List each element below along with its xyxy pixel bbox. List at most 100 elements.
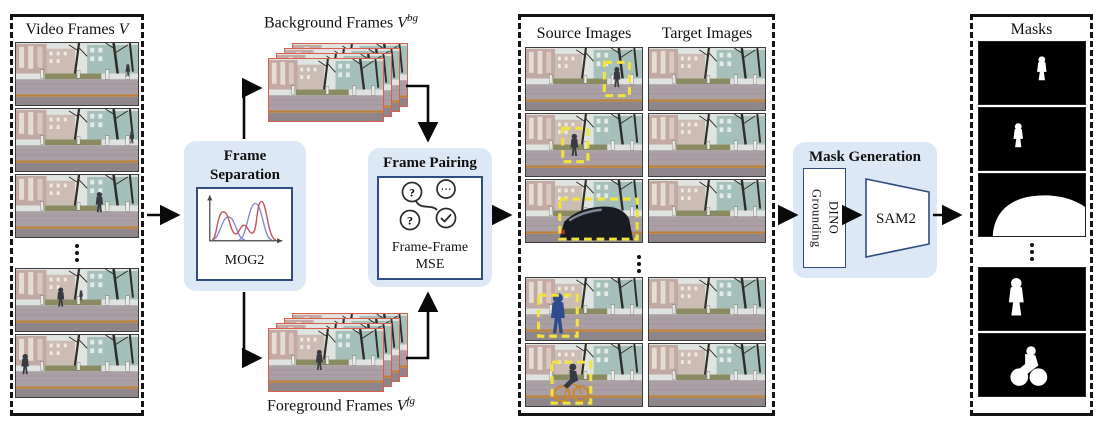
video-frames-list (13, 39, 141, 398)
person-figure (79, 290, 83, 301)
highlight-box (550, 360, 593, 405)
masks-list (973, 39, 1090, 397)
street-scene (526, 278, 642, 340)
source-images-column (525, 47, 643, 407)
street-scene (16, 109, 138, 171)
mask-image (978, 42, 1085, 104)
vertical-ellipsis (1029, 243, 1034, 261)
mask-image (978, 174, 1085, 236)
vertical-ellipsis (637, 255, 641, 273)
target-image-thumbnail (648, 343, 766, 407)
mask-generation-title: Mask Generation (808, 149, 922, 165)
street-scene (16, 335, 138, 397)
person-figure (21, 353, 29, 375)
street-scene (16, 269, 138, 331)
person-figure (315, 349, 323, 371)
check-icon (440, 214, 452, 223)
pairing-icon: ? ? ⋯ (399, 179, 457, 231)
mask-thumbnail (977, 267, 1086, 331)
ellipsis-icon: ⋯ (441, 183, 452, 196)
street-scene (526, 48, 642, 110)
source-image-thumbnail (525, 47, 643, 111)
foreground-frames-label: Foreground Frames Vfg (266, 395, 416, 415)
frame-pairing-title: Frame Pairing (383, 155, 477, 171)
mask-image (978, 108, 1085, 170)
cyclist-figure (553, 363, 590, 403)
grounding-dino-label: Grounding DINO (809, 188, 841, 248)
source-images-header: Source Images (536, 25, 632, 42)
person-figure (129, 131, 135, 144)
car-figure (559, 206, 634, 241)
source-image-thumbnail (525, 343, 643, 407)
mask-image (978, 268, 1085, 330)
person-figure (125, 64, 131, 77)
target-image-thumbnail (648, 277, 766, 341)
frame-mse-label: Frame-Frame MSE (391, 240, 469, 272)
person-figure (57, 287, 65, 307)
mask-cyclist-silhouette (1009, 346, 1047, 386)
mog2-module: MOG2 (196, 187, 293, 281)
street-scene (269, 329, 383, 391)
arrow-separation-to-foreground (241, 292, 263, 369)
video-frames-panel: Video Frames V (10, 14, 144, 416)
street-scene (526, 114, 642, 176)
masks-panel: Masks (970, 14, 1093, 416)
source-target-panel: Source Images Target Images (518, 14, 775, 416)
mask-thumbnail (977, 173, 1086, 237)
source-image-thumbnail (525, 277, 643, 341)
mog2-label: MOG2 (224, 253, 265, 268)
arrow-background-to-pairing (406, 84, 439, 143)
mask-generation-box: Mask Generation Grounding DINO SAM2 (793, 142, 937, 278)
frame-separation-title: Frame Separation (209, 148, 280, 183)
street-scene (649, 48, 765, 110)
street-scene (649, 278, 765, 340)
target-images-header: Target Images (661, 25, 753, 42)
mask-person-silhouette (1036, 56, 1047, 81)
mog2-plot (206, 195, 282, 244)
street-scene (16, 175, 138, 237)
frame-pairing-box: Frame Pairing ? ? ⋯ Frame-Frame MSE (368, 148, 492, 287)
source-image-thumbnail (525, 113, 643, 177)
calligraphic-v-symbol: V (118, 21, 129, 38)
background-frames-label: Background Frames Vbg (263, 12, 419, 32)
mask-thumbnail (977, 107, 1086, 171)
vertical-ellipsis (75, 244, 79, 262)
street-scene (649, 180, 765, 242)
street-scene (649, 114, 765, 176)
street-scene (16, 43, 138, 105)
mask-thumbnail (977, 333, 1086, 397)
mask-car-silhouette (992, 195, 1085, 236)
highlight-box (537, 293, 579, 338)
street-scene (526, 344, 642, 406)
video-frame-thumbnail (15, 108, 139, 172)
target-image-thumbnail (648, 113, 766, 177)
street-scene (649, 344, 765, 406)
sam2-label: SAM2 (876, 211, 916, 227)
video-frame-thumbnail (15, 174, 139, 238)
source-image-thumbnail (525, 179, 643, 243)
background-frame-1 (268, 58, 384, 122)
masks-title: Masks (1010, 21, 1053, 38)
frame-pairing-module: ? ? ⋯ Frame-Frame MSE (377, 176, 483, 280)
video-frame-thumbnail (15, 42, 139, 106)
person-figure (570, 133, 579, 156)
question-icon: ? (407, 214, 413, 228)
mask-thumbnail (977, 41, 1086, 105)
mask-image (978, 334, 1085, 396)
arrow-separation-to-background (241, 77, 263, 139)
person-figure (613, 66, 621, 88)
foreground-frame-1 (268, 328, 384, 392)
street-scene (269, 59, 383, 121)
frame-separation-box: Frame Separation MOG2 (184, 141, 306, 291)
video-frame-thumbnail (15, 334, 139, 398)
highlight-box (558, 197, 639, 241)
sam2-module: SAM2 (865, 178, 930, 258)
person-figure (95, 192, 104, 213)
video-frame-thumbnail (15, 268, 139, 332)
target-images-column (648, 47, 766, 407)
street-scene (526, 180, 642, 242)
question-icon: ? (409, 186, 415, 200)
grounding-dino-module: Grounding DINO (803, 168, 846, 268)
video-frames-title: Video Frames V (25, 21, 129, 38)
